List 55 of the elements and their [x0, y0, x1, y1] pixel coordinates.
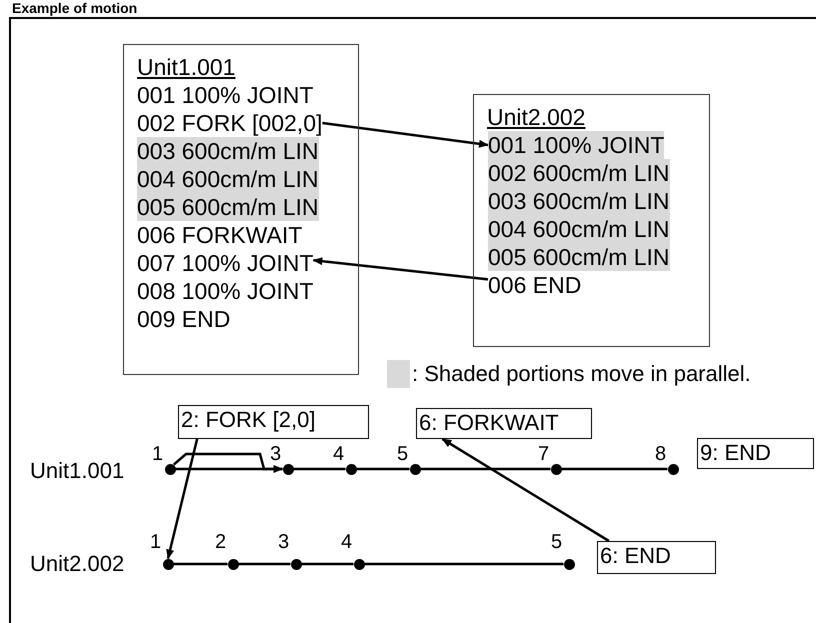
program-box [473, 94, 710, 347]
unit-label: Unit2.002 [30, 551, 124, 577]
timeline-line [562, 468, 668, 470]
timeline-line [364, 562, 564, 566]
step-point [668, 464, 678, 474]
timeline-line [238, 562, 290, 566]
step-box: 6: FORKWAIT [416, 408, 592, 439]
program-line: 008 100% JOINT [137, 277, 314, 305]
arrow [172, 452, 284, 473]
step-number: 3 [278, 531, 290, 553]
program-box [123, 44, 359, 375]
step-box: 9: END [697, 438, 814, 469]
step-number: 4 [341, 531, 352, 553]
program-line: 009 END [137, 305, 230, 333]
step-point [354, 558, 364, 570]
step-number: 5 [397, 443, 408, 465]
step-number: 8 [655, 443, 666, 465]
timeline-line [302, 562, 354, 566]
step-number: 1 [152, 443, 164, 465]
timeline-line [356, 468, 410, 470]
step-point [550, 464, 562, 474]
arrow [166, 438, 198, 560]
step-box: 2: FORK [2,0] [178, 405, 369, 439]
step-number: 3 [270, 443, 282, 465]
timeline-line [420, 468, 550, 470]
legend-text: : Shaded portions move in parallel. [412, 360, 751, 388]
program-name: Unit2.002 [487, 103, 586, 131]
arrow [322, 122, 489, 148]
program-name: Unit1.001 [137, 53, 236, 81]
diagram-title: Example of motion [12, 0, 138, 16]
step-number: 5 [551, 531, 562, 553]
timeline-line [294, 468, 346, 470]
timeline-line [174, 562, 228, 566]
program-line: 007 100% JOINT [137, 249, 314, 277]
program-line: 006 FORKWAIT [137, 221, 302, 249]
step-point [228, 558, 238, 570]
step-point [290, 558, 302, 570]
step-number: 4 [333, 443, 344, 465]
unit-label: Unit1.001 [30, 458, 124, 484]
step-number: 2 [215, 531, 226, 553]
step-point [410, 464, 420, 474]
step-box: 6: END [597, 541, 716, 574]
program-line: 002 FORK [002,0] [137, 109, 322, 137]
step-point [162, 558, 174, 570]
step-number: 1 [150, 531, 162, 553]
step-point [346, 464, 356, 474]
program-line: 006 END [488, 271, 582, 299]
timeline-line [176, 468, 282, 470]
arrow [312, 257, 488, 281]
arrow [442, 438, 610, 542]
step-point [282, 464, 294, 474]
step-point [564, 558, 574, 570]
step-point [164, 464, 176, 474]
program-line: 001 100% JOINT [137, 81, 314, 109]
step-number: 7 [538, 443, 550, 465]
